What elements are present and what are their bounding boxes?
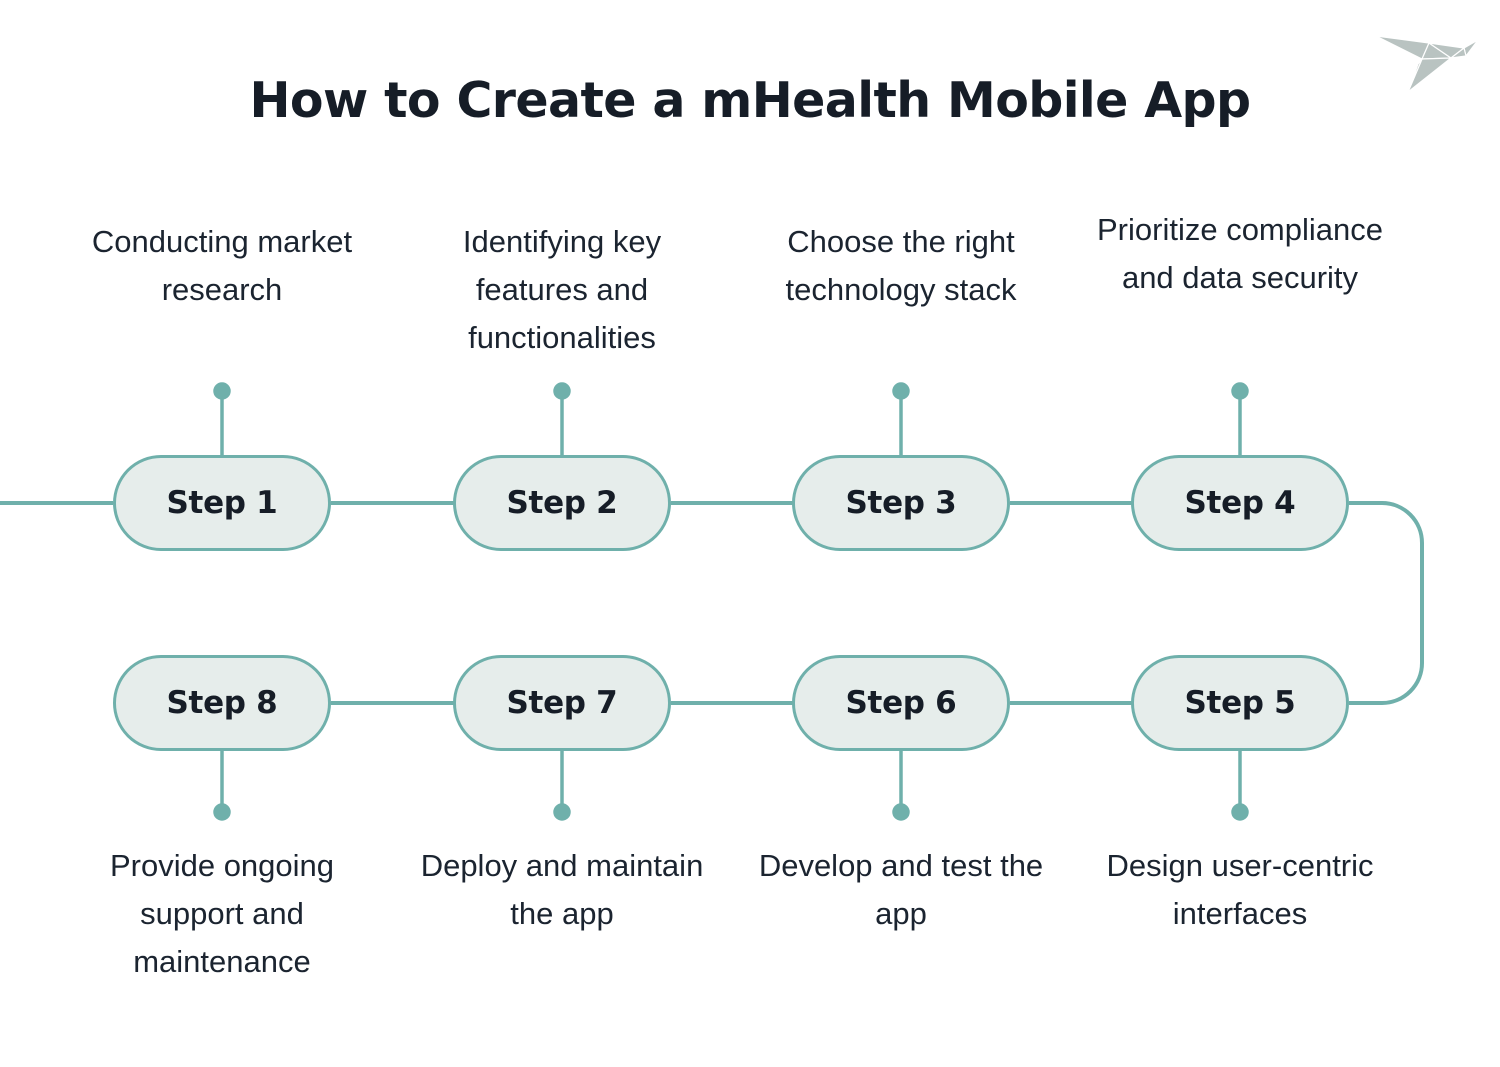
step-node-5[interactable]: Step 5 (1131, 655, 1349, 751)
stem-dot-step8 (213, 803, 231, 821)
stem-dot-step5 (1231, 803, 1249, 821)
caption-step-3: Choose the right technology stack (785, 224, 1017, 307)
stem-dot-step6 (892, 803, 910, 821)
stem-dot-step2 (553, 382, 571, 400)
caption-step-5: Design user-centric interfaces (1106, 848, 1374, 931)
step-node-6[interactable]: Step 6 (792, 655, 1010, 751)
caption-step-4: Prioritize compliance and data security (1097, 212, 1383, 295)
step-node-1[interactable]: Step 1 (113, 455, 331, 551)
step-node-3[interactable]: Step 3 (792, 455, 1010, 551)
step-node-7[interactable]: Step 7 (453, 655, 671, 751)
wire-step4-step5 (1349, 501, 1424, 705)
step-node-2[interactable]: Step 2 (453, 455, 671, 551)
stem-dot-step3 (892, 382, 910, 400)
caption-step-8: Provide ongoing support and maintenance (109, 848, 335, 979)
caption-step-1: Conducting market research (91, 224, 353, 307)
caption-step-7: Deploy and maintain the app (420, 848, 704, 931)
stem-dot-step4 (1231, 382, 1249, 400)
stem-dot-step7 (553, 803, 571, 821)
caption-step-2: Identifying key features and functionali… (462, 224, 662, 355)
step-node-8[interactable]: Step 8 (113, 655, 331, 751)
stem-dot-step1 (213, 382, 231, 400)
page-title: How to Create a mHealth Mobile App (249, 72, 1252, 129)
step-node-4[interactable]: Step 4 (1131, 455, 1349, 551)
origami-bird-logo (1372, 18, 1482, 98)
caption-step-6: Develop and test the app (758, 848, 1044, 931)
